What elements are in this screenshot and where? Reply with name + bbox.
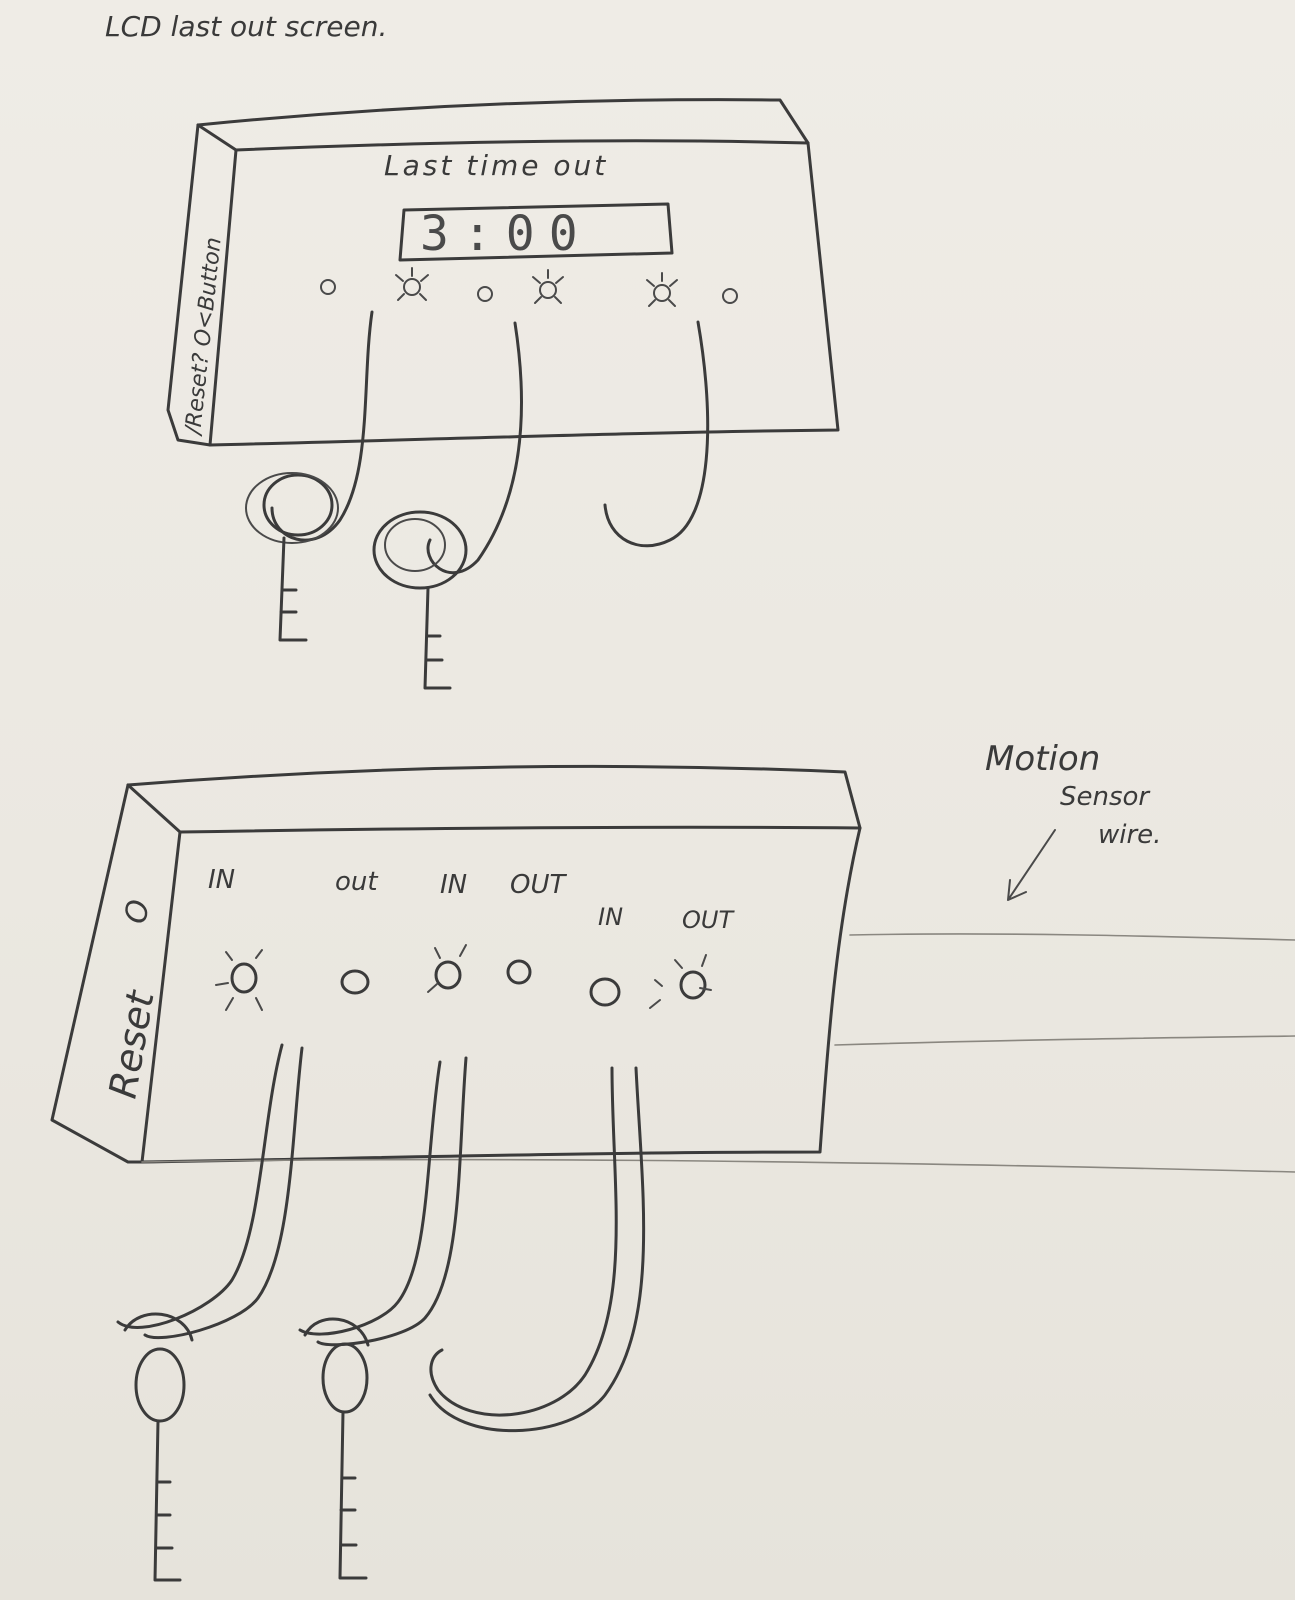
lcd-device-top-edge <box>198 100 808 143</box>
base-device: Reset O IN out IN OUT IN OUT <box>52 766 1295 1580</box>
lcd-cord-1 <box>272 312 372 540</box>
lcd-key-1 <box>246 473 338 640</box>
annotation-arrow-icon <box>1008 830 1055 900</box>
base-cord-2 <box>300 1058 466 1345</box>
motion-sensor-wire-top <box>850 934 1295 940</box>
motion-sensor-annotation: Motion Sensor wire. <box>985 739 1161 900</box>
base-label-in-2: IN <box>440 870 467 900</box>
lcd-device-front-face <box>210 143 838 445</box>
annotation-line-3: wire. <box>1098 820 1161 850</box>
base-label-out-2: OUT <box>510 870 567 900</box>
base-light-4 <box>508 961 530 983</box>
lcd-light-4-lit <box>533 270 563 303</box>
lcd-display-value: 3:00 <box>420 206 592 262</box>
sketch-heading: LCD last out screen. <box>105 10 387 43</box>
base-light-2 <box>342 971 368 993</box>
base-light-3-lit <box>428 945 466 992</box>
base-side-label: Reset <box>101 986 163 1102</box>
motion-sensor-wire-bottom <box>835 1036 1295 1045</box>
base-label-out-3: OUT <box>682 906 735 934</box>
base-light-5 <box>591 979 619 1005</box>
base-key-2 <box>305 1319 368 1578</box>
lcd-key-2 <box>374 512 466 688</box>
lcd-light-5-lit <box>647 273 677 306</box>
base-label-out-1: out <box>335 867 378 897</box>
annotation-line-1: Motion <box>985 739 1100 779</box>
lcd-light-6 <box>723 289 737 303</box>
base-device-top-edge <box>128 766 860 828</box>
lcd-device: /Reset? O<Button Last time out 3:00 <box>168 100 838 688</box>
annotation-line-2: Sensor <box>1060 782 1151 812</box>
lcd-device-front-top-edge <box>198 125 808 150</box>
lcd-title: Last time out <box>384 149 608 182</box>
base-light-1-lit <box>216 950 262 1010</box>
base-device-front-face <box>142 828 860 1162</box>
lcd-light-1 <box>321 280 335 294</box>
table-edge-line <box>142 1160 1295 1172</box>
base-label-in-1: IN <box>208 865 235 895</box>
base-key-1 <box>125 1314 192 1580</box>
base-device-side-face <box>52 785 142 1162</box>
lcd-light-2-lit <box>396 268 428 300</box>
base-device-front-top-edge <box>128 785 860 832</box>
base-label-in-3: IN <box>598 903 623 931</box>
base-light-6-lit <box>650 955 711 1008</box>
lcd-light-3 <box>478 287 492 301</box>
base-reset-button[interactable]: O <box>118 897 157 926</box>
